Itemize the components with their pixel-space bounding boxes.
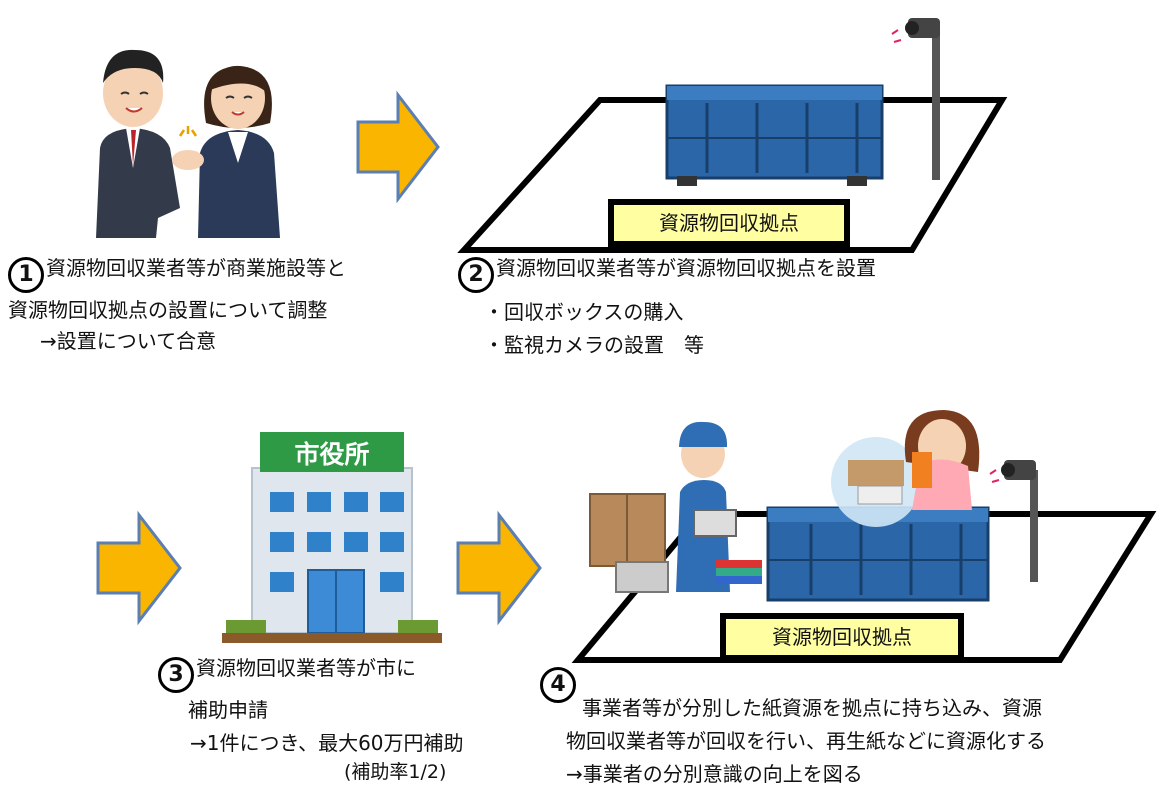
step4-line1: 事業者等が分別した紙資源を拠点に持ち込み、資源 — [582, 696, 1042, 720]
step3-line1: 資源物回収業者等が市に — [196, 656, 416, 680]
step2-bullet1: ・回収ボックスの購入 — [484, 300, 684, 324]
woman-figure — [904, 410, 980, 510]
step4-heading: 4 — [540, 665, 1046, 703]
step1-line3: →設置について合意 — [40, 329, 217, 353]
step4-text: 4 事業者等が分別した紙資源を拠点に持ち込み、資源 物回収業者等が回収を行い、再… — [540, 665, 1046, 788]
step1-line1: 資源物回収業者等が商業施設等と — [46, 256, 346, 280]
paper-bag — [831, 437, 921, 527]
step3-line2: 補助申請 — [188, 698, 268, 722]
dumpster-container — [665, 84, 884, 186]
businesswoman-figure — [198, 65, 280, 238]
cardboard-boxes — [589, 493, 669, 593]
arrow-right-1 — [356, 90, 440, 204]
city-hall-sign-text: 市役所 — [294, 440, 369, 469]
step1-line2: 資源物回収拠点の設置について調整 — [8, 298, 328, 322]
security-camera-pole-2 — [989, 460, 1038, 582]
businessman-figure — [96, 49, 180, 238]
arrow-right-3 — [456, 510, 542, 626]
collection-site-scene-2 — [571, 410, 1157, 663]
handshake-illustration — [96, 49, 280, 238]
collection-site-label-1: 資源物回収拠点 — [608, 199, 850, 247]
city-hall-building: 市役所 — [222, 432, 442, 643]
collection-site-label-2: 資源物回収拠点 — [720, 613, 964, 661]
step2-line1: 資源物回収業者等が資源物回収拠点を設置 — [496, 256, 876, 280]
handshake-hands — [172, 126, 204, 170]
book-stack — [716, 560, 762, 584]
step4-line2: 物回収業者等が回収を行い、再生紙などに資源化する — [566, 729, 1046, 753]
step3-number-badge: 3 — [158, 657, 194, 693]
step1-number-badge: 1 — [8, 257, 44, 293]
arrow-right-2 — [96, 510, 182, 626]
city-hall-sign-board — [260, 432, 404, 472]
security-camera-pole — [891, 18, 940, 180]
collection-site-scene-1 — [457, 18, 1008, 253]
step4-line3: →事業者の分別意識の向上を図る — [566, 762, 863, 786]
step4-number-badge: 4 — [540, 667, 576, 703]
step3-line3: →1件につき、最大60万円補助 — [190, 731, 464, 755]
site-ground-outline-2 — [571, 511, 1157, 663]
step2-bullet2: ・監視カメラの設置 等 — [484, 333, 704, 357]
step2-number-badge: 2 — [458, 257, 494, 293]
step3-line4: (補助率1/2) — [344, 761, 447, 783]
